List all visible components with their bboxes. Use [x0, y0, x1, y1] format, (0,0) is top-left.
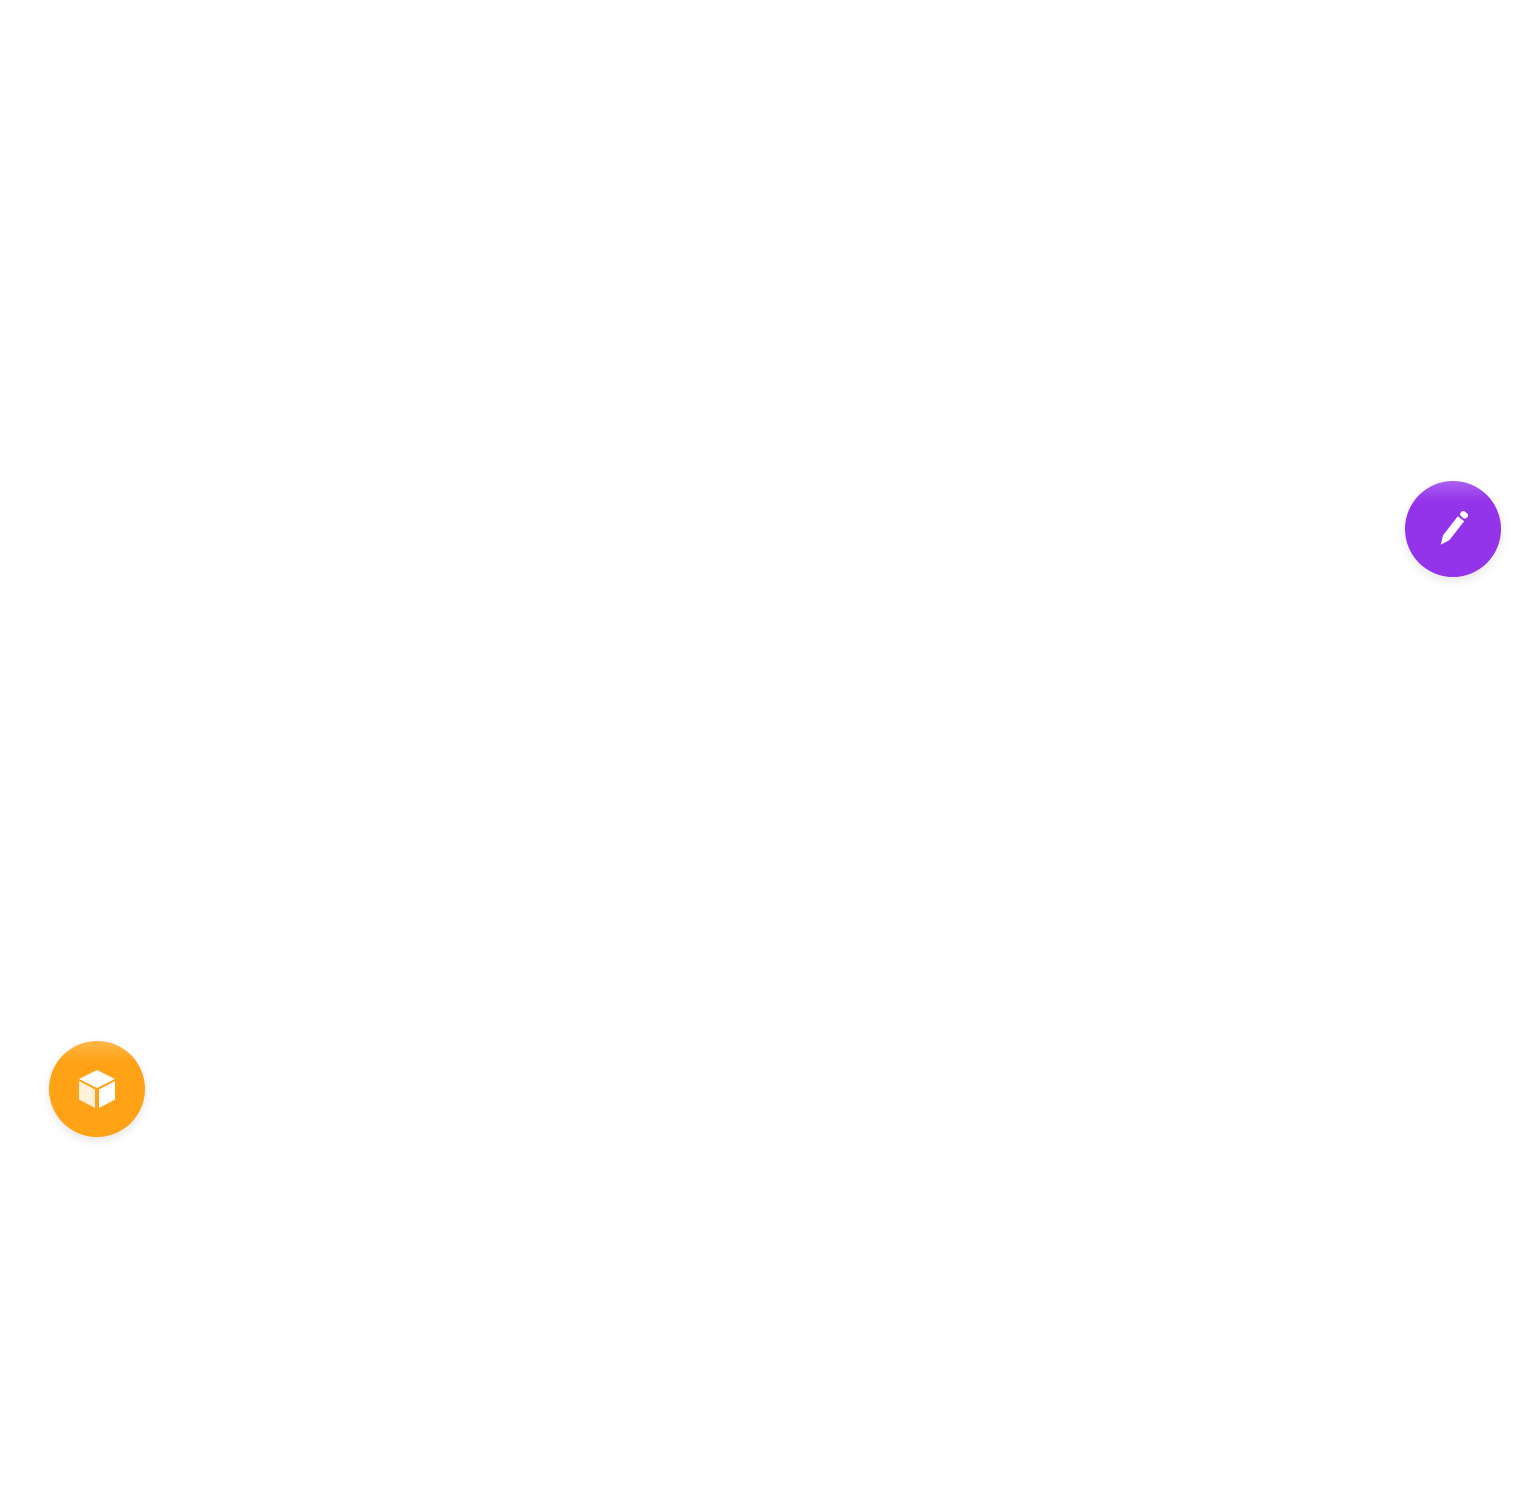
edit-floating-button[interactable] [1405, 481, 1501, 577]
pencil-icon [1431, 505, 1475, 553]
box-floating-button[interactable] [49, 1041, 145, 1137]
cube-icon [74, 1066, 120, 1112]
